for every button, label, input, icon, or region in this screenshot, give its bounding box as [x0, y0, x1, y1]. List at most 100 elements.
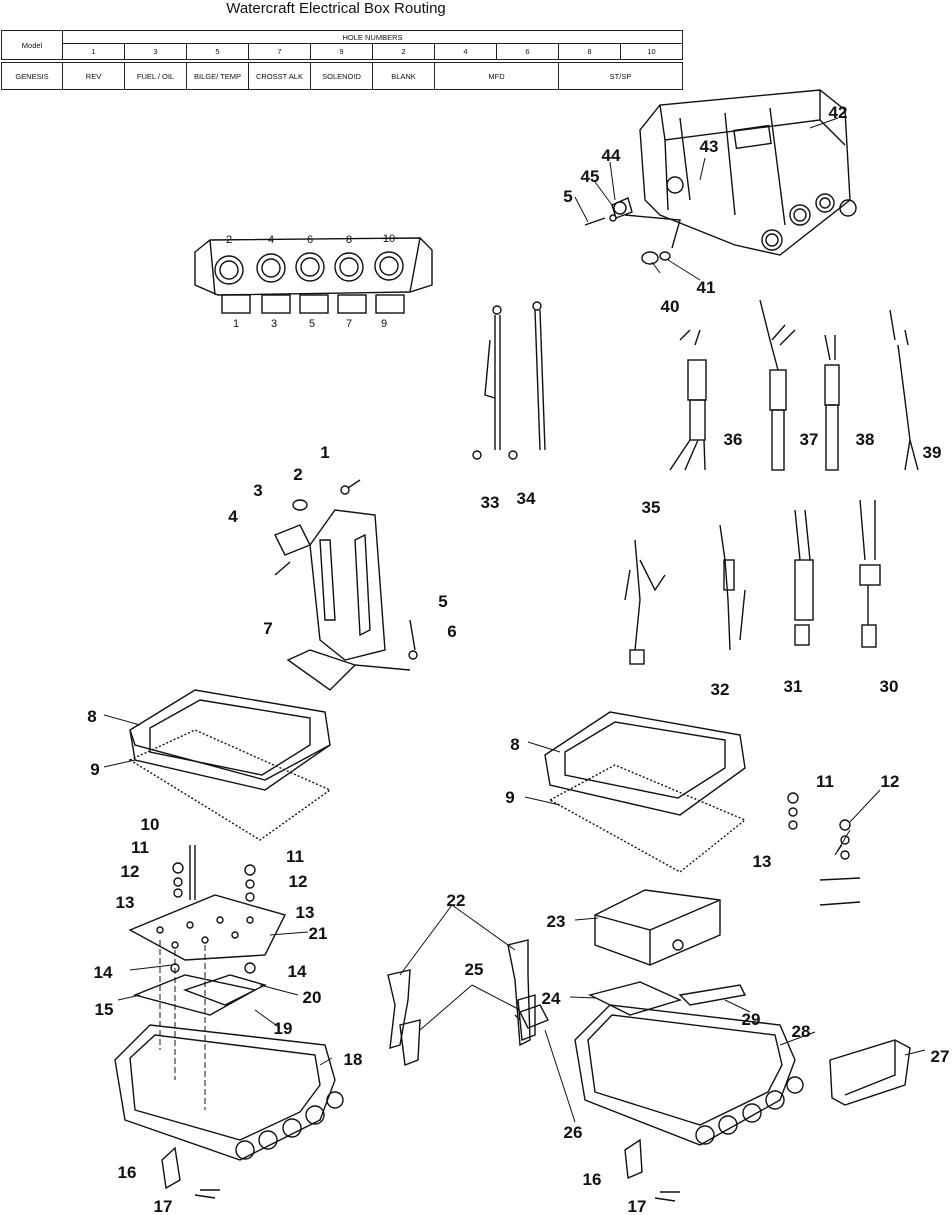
callout-label: 3 [253, 481, 262, 500]
callout-label: 12 [121, 862, 140, 881]
callout-label: 8 [510, 735, 519, 754]
callout-label: 9 [90, 760, 99, 779]
callout-label: 27 [931, 1047, 950, 1066]
callout-label: 6 [447, 622, 456, 641]
callout-label: 45 [581, 167, 600, 186]
hole-number: 9 [310, 43, 373, 60]
box-lid-right [544, 711, 746, 816]
fasteners-left [170, 845, 256, 974]
box-bottom-number: 5 [309, 318, 315, 330]
hole-number: 10 [620, 43, 683, 60]
routing-cell: REV [62, 62, 125, 90]
brackets-22-25 [387, 939, 536, 1066]
callout-label: 35 [642, 498, 661, 517]
callout-label: 1 [320, 443, 329, 462]
callout-label: 22 [447, 891, 466, 910]
hole-number: 5 [186, 43, 249, 60]
routing-cell: MFD [434, 62, 559, 90]
callout-label: 12 [289, 872, 308, 891]
box-bottom-number: 1 [233, 318, 239, 330]
insulator-plate [132, 974, 267, 1016]
callout-label: 28 [792, 1022, 811, 1041]
model-cell: GENESIS [1, 62, 63, 90]
wire-harnesses-30-35 [624, 499, 881, 665]
box-top-number: 6 [307, 234, 313, 246]
callout-label: 7 [263, 619, 272, 638]
diagram-title: Watercraft Electrical Box Routing [226, 0, 446, 17]
hole-routing-table: Model HOLE NUMBERS 1 3 5 7 9 2 4 6 8 10 … [1, 30, 683, 90]
assembled-electrical-box [584, 89, 857, 265]
callout-label: 10 [141, 815, 160, 834]
box-bottom-number: 7 [346, 318, 352, 330]
callout-label: 17 [154, 1197, 173, 1215]
box-base-left [114, 1024, 344, 1199]
callout-label: 29 [742, 1010, 761, 1029]
callout-label: 8 [87, 707, 96, 726]
hole-layout-numbers: 2 4 6 8 10 1 3 5 7 9 [226, 233, 395, 330]
strap-29 [678, 984, 747, 1006]
callout-label: 18 [344, 1050, 363, 1069]
callout-label: 34 [517, 489, 536, 508]
callout-label: 21 [309, 924, 328, 943]
callout-label: 20 [303, 988, 322, 1007]
circuit-board [128, 894, 287, 961]
routing-cell: CROSST ALK [248, 62, 311, 90]
fasteners-right [787, 792, 861, 906]
callout-label: 13 [296, 903, 315, 922]
callout-label: 26 [564, 1123, 583, 1142]
cover-27 [829, 1039, 911, 1106]
callout-label: 11 [131, 838, 149, 857]
callout-label: 31 [784, 677, 803, 696]
callout-label: 16 [118, 1163, 137, 1182]
callout-label: 5 [438, 592, 447, 611]
wire-harnesses-36-39 [669, 299, 919, 471]
callout-label: 17 [628, 1197, 647, 1215]
callout-label: 41 [697, 278, 716, 297]
box-base-right [574, 1004, 804, 1202]
hole-layout-box [194, 237, 433, 314]
routing-cell: ST/SP [558, 62, 683, 90]
routing-cell: SOLENOID [310, 62, 373, 90]
callout-label: 16 [583, 1170, 602, 1189]
box-bottom-number: 9 [381, 318, 387, 330]
callout-label: 13 [116, 893, 135, 912]
callout-label: 40 [661, 297, 680, 316]
box-top-number: 2 [226, 234, 232, 246]
callout-label: 39 [923, 443, 942, 462]
relay-26 [514, 1004, 549, 1029]
cable-assemblies-33-34 [472, 301, 546, 460]
box-lid-left [129, 689, 331, 791]
callout-label: 11 [816, 772, 834, 791]
callout-label: 23 [547, 912, 566, 931]
mounting-bracket [274, 479, 418, 691]
callout-label: 14 [94, 963, 113, 982]
box-top-number: 8 [346, 234, 352, 246]
routing-cell: BLANK [372, 62, 435, 90]
callout-label: 15 [95, 1000, 114, 1019]
box-top-number: 4 [268, 234, 274, 246]
assembly-guide-lines [159, 940, 206, 1110]
callout-label: 9 [505, 788, 514, 807]
callout-label: 44 [602, 146, 621, 165]
gasket-right [548, 764, 747, 873]
callout-label: 43 [700, 137, 719, 156]
module-23 [594, 889, 721, 966]
callout-label: 32 [711, 680, 730, 699]
callout-label: 2 [293, 465, 302, 484]
plate-24 [588, 981, 682, 1016]
callout-label: 30 [880, 677, 899, 696]
callout-label: 33 [481, 493, 500, 512]
box-top-number: 10 [383, 233, 395, 245]
callout-label: 4 [228, 507, 238, 526]
routing-cell: BILGE/ TEMP [186, 62, 249, 90]
hole-number: 8 [558, 43, 621, 60]
gasket-left [128, 729, 332, 841]
box-bottom-number: 3 [271, 318, 277, 330]
callout-label: 11 [286, 847, 304, 866]
callout-label: 37 [800, 430, 819, 449]
leader-lines [103, 117, 926, 1123]
model-header: Model [1, 30, 63, 60]
callout-label: 12 [881, 772, 900, 791]
callout-label: 14 [288, 962, 307, 981]
